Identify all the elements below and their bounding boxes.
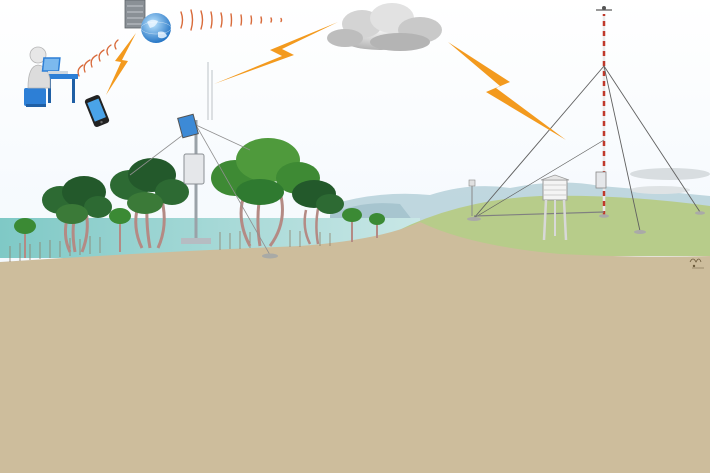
mangrove-sapling-1 <box>14 218 36 258</box>
mangrove-tree-4 <box>292 180 344 245</box>
background-cloud <box>630 168 710 180</box>
wireless-signal-arcs-left <box>77 39 119 77</box>
mangrove-tree-2 <box>110 158 189 249</box>
logo-mark <box>689 258 704 269</box>
weather-tower-icon <box>467 6 705 234</box>
mangrove-root-fence <box>9 230 331 262</box>
globe-icon <box>140 13 172 43</box>
ground <box>0 222 710 473</box>
solar-panel-icon <box>177 113 199 139</box>
mangrove-sapling-4 <box>369 213 385 238</box>
mangrove-tree-1 <box>42 176 112 253</box>
wireless-signal-arcs-right <box>180 9 283 31</box>
tower-sensor-box <box>595 171 607 189</box>
stevenson-screen-icon <box>540 174 570 241</box>
lightning-bolt-cloud-tower <box>448 42 566 140</box>
server-icon <box>124 0 146 29</box>
rain-gauge-icon <box>468 179 476 216</box>
mangrove-sapling-3 <box>342 208 362 242</box>
data-logger-box <box>183 153 205 185</box>
mangrove-sapling-2 <box>109 208 131 252</box>
sensor-mast-icon <box>129 62 278 259</box>
smartphone-icon <box>84 95 110 127</box>
background-cloud-2 <box>630 186 690 194</box>
lightning-bolt-server-phone <box>106 33 136 95</box>
user-laptop-icon <box>24 46 78 107</box>
cloud-icon <box>327 3 442 51</box>
lightning-bolt-station-cloud <box>214 22 338 84</box>
